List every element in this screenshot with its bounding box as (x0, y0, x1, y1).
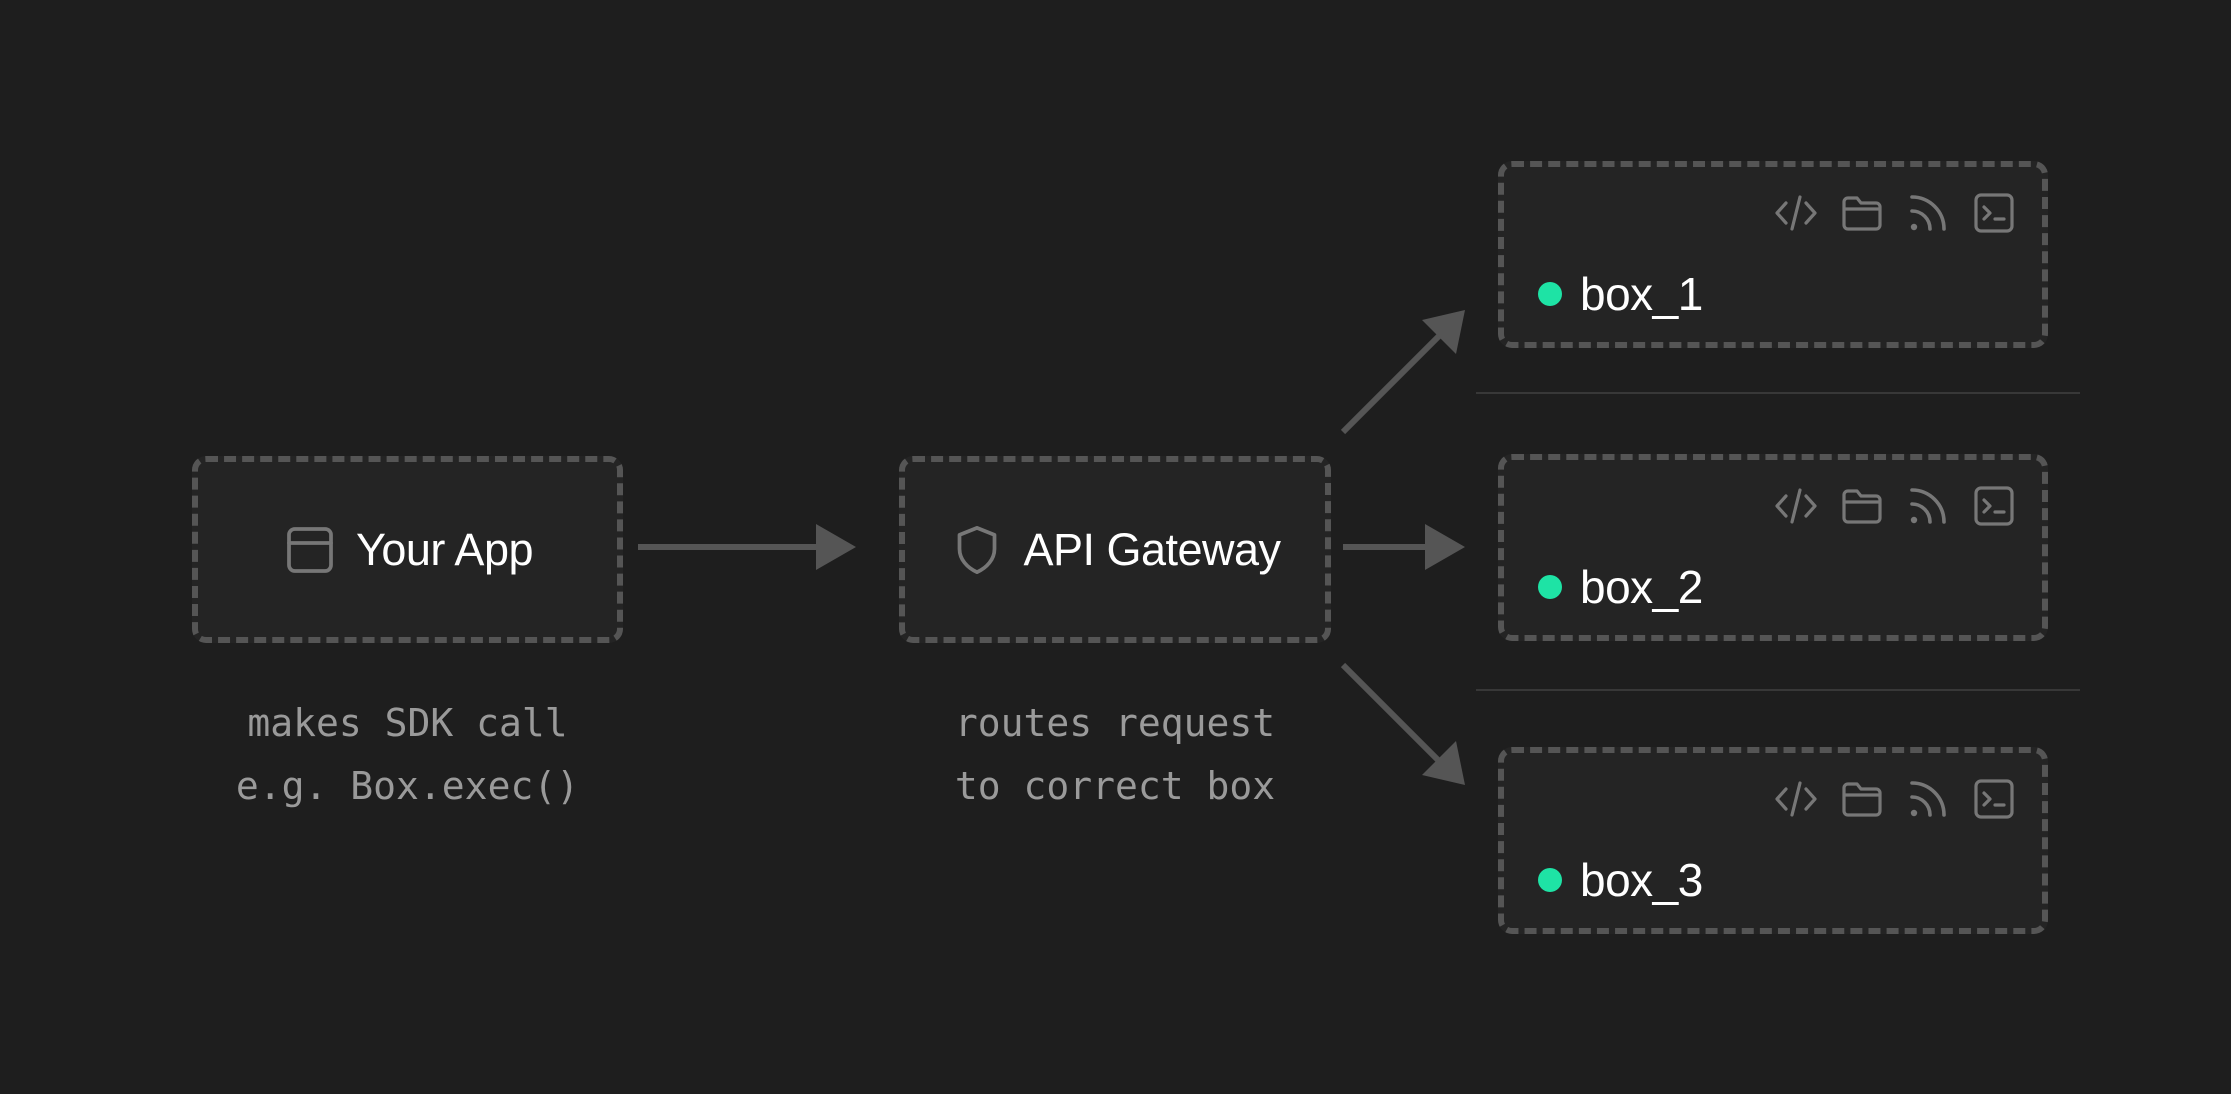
box-node[interactable]: box_3 (1498, 747, 2048, 934)
api-gateway-node[interactable]: API Gateway (899, 456, 1331, 643)
status-dot (1538, 575, 1562, 599)
box-node[interactable]: box_1 (1498, 161, 2048, 348)
shield-icon (958, 525, 997, 574)
folder-icon[interactable] (1838, 775, 1886, 823)
arrowhead-box-2 (1425, 524, 1465, 570)
terminal-icon[interactable] (1970, 482, 2018, 530)
terminal-icon[interactable] (1970, 189, 2018, 237)
box-divider (1476, 392, 2080, 394)
arrowhead-box-3 (1422, 741, 1465, 785)
box-toolbar (1772, 189, 2018, 237)
arrow-gateway-to-box-3 (1340, 662, 1449, 771)
code-icon[interactable] (1772, 189, 1820, 237)
rss-icon[interactable] (1904, 482, 1952, 530)
box-node[interactable]: box_2 (1498, 454, 2048, 641)
your-app-label: Your App (355, 523, 534, 575)
status-dot (1538, 282, 1562, 306)
your-app-caption: makes SDK call e.g. Box.exec() (235, 701, 580, 808)
box-toolbar (1772, 482, 2018, 530)
arrowhead-box-1 (1422, 310, 1465, 354)
box-label: box_2 (1580, 561, 1703, 613)
terminal-icon[interactable] (1970, 775, 2018, 823)
arrowhead-gateway (816, 524, 856, 570)
your-app-node[interactable]: Your App (192, 456, 623, 643)
code-icon[interactable] (1772, 482, 1820, 530)
box-label: box_1 (1580, 268, 1703, 320)
rss-icon[interactable] (1904, 775, 1952, 823)
rss-icon[interactable] (1904, 189, 1952, 237)
folder-icon[interactable] (1838, 189, 1886, 237)
box-divider (1476, 689, 2080, 691)
api-gateway-caption: routes request to correct box (954, 701, 1276, 808)
folder-icon[interactable] (1838, 482, 1886, 530)
box-toolbar (1772, 775, 2018, 823)
status-dot (1538, 868, 1562, 892)
arrow-gateway-to-box-1 (1340, 326, 1449, 435)
app-window-icon (287, 526, 333, 573)
code-icon[interactable] (1772, 775, 1820, 823)
box-label: box_3 (1580, 854, 1703, 906)
api-gateway-label: API Gateway (1023, 523, 1281, 575)
